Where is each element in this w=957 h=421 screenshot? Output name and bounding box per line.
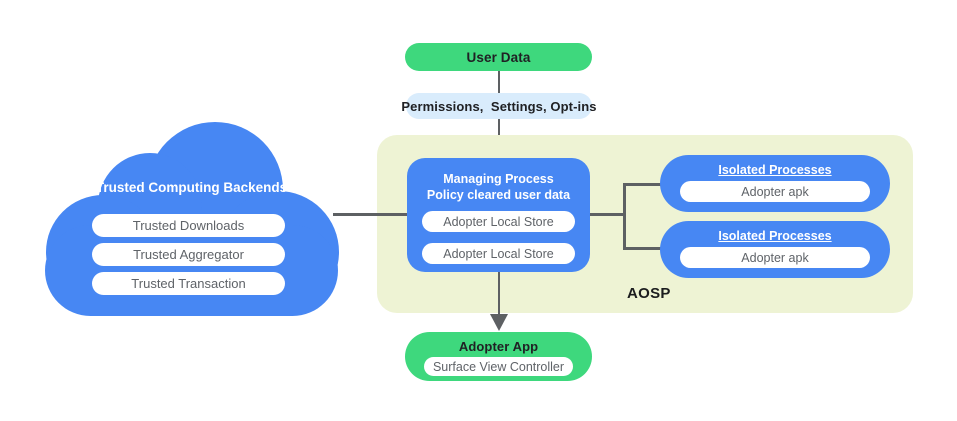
- user-data-label: User Data: [466, 49, 531, 65]
- isolated-processes-title: Isolated Processes: [718, 163, 832, 177]
- trusted-aggregator-node: Trusted Aggregator: [92, 243, 285, 266]
- connector-branch-bottom: [623, 247, 661, 250]
- adopter-local-store-node: Adopter Local Store: [422, 211, 575, 232]
- surface-view-controller-node: Surface View Controller: [424, 357, 573, 376]
- connector-branch-top: [623, 183, 661, 186]
- adopter-local-store-node: Adopter Local Store: [422, 243, 575, 264]
- managing-process-title-line2: Policy cleared user data: [426, 188, 571, 202]
- permissions-node: Permissions, Settings, Opt-ins: [401, 93, 597, 119]
- trusted-downloads-node: Trusted Downloads: [92, 214, 285, 237]
- surface-view-controller-label: Surface View Controller: [432, 359, 565, 374]
- aosp-label: AOSP: [627, 285, 671, 302]
- connector-managing-adopterapp: [498, 272, 500, 315]
- connector-userdata-permissions: [498, 70, 500, 94]
- user-data-node: User Data: [405, 43, 592, 71]
- adopter-apk-label: Adopter apk: [741, 250, 809, 265]
- adopter-local-store-label: Adopter Local Store: [443, 214, 554, 229]
- trusted-computing-cloud: Trusted Computing Backends Trusted Downl…: [45, 115, 340, 318]
- isolated-processes-node: Isolated Processes Adopter apk: [660, 155, 890, 212]
- connector-branch-vertical: [623, 183, 626, 250]
- cloud-shape: [45, 225, 338, 316]
- trusted-downloads-label: Trusted Downloads: [132, 218, 245, 233]
- adopter-apk-label: Adopter apk: [741, 184, 809, 199]
- managing-process-title-line1: Managing Process: [443, 172, 554, 186]
- trusted-transaction-node: Trusted Transaction: [92, 272, 285, 295]
- adopter-local-store-label: Adopter Local Store: [443, 246, 554, 261]
- permissions-label: Permissions, Settings, Opt-ins: [401, 98, 597, 114]
- arrow-down-icon: [490, 314, 508, 331]
- adopter-apk-node: Adopter apk: [680, 247, 870, 268]
- trusted-transaction-label: Trusted Transaction: [131, 276, 246, 291]
- isolated-processes-title: Isolated Processes: [718, 229, 832, 243]
- adopter-app-title: Adopter App: [458, 339, 539, 354]
- adopter-app-node: Adopter App Surface View Controller: [405, 332, 592, 381]
- adopter-apk-node: Adopter apk: [680, 181, 870, 202]
- connector-managing-branch: [590, 213, 626, 216]
- connector-cloud-managing: [333, 213, 409, 216]
- managing-process-title: Managing Process Policy cleared user dat…: [407, 171, 590, 203]
- managing-process-node: Managing Process Policy cleared user dat…: [407, 158, 590, 272]
- trusted-aggregator-label: Trusted Aggregator: [133, 247, 244, 262]
- cloud-title: Trusted Computing Backends: [95, 180, 288, 195]
- isolated-processes-node: Isolated Processes Adopter apk: [660, 221, 890, 278]
